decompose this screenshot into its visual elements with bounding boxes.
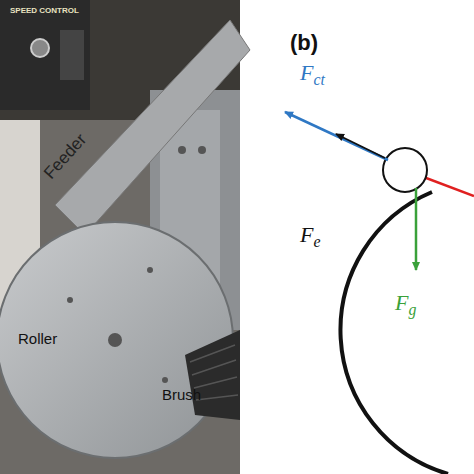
panel-text: SPEED CONTROL <box>10 6 79 15</box>
part-name: Brush <box>162 386 201 403</box>
force-diagram <box>285 112 474 474</box>
force-arrow <box>415 188 418 270</box>
force-arrow <box>285 112 388 160</box>
part-name: Roller <box>18 330 57 347</box>
force-label: Fe <box>300 222 320 251</box>
force-label: Fg <box>395 290 416 319</box>
panel-letter: (b) <box>290 30 318 56</box>
force-label: Fct <box>300 60 325 89</box>
force-arrow <box>336 134 385 158</box>
particle <box>383 148 427 192</box>
roller-arc <box>340 192 448 474</box>
photo <box>0 0 250 474</box>
